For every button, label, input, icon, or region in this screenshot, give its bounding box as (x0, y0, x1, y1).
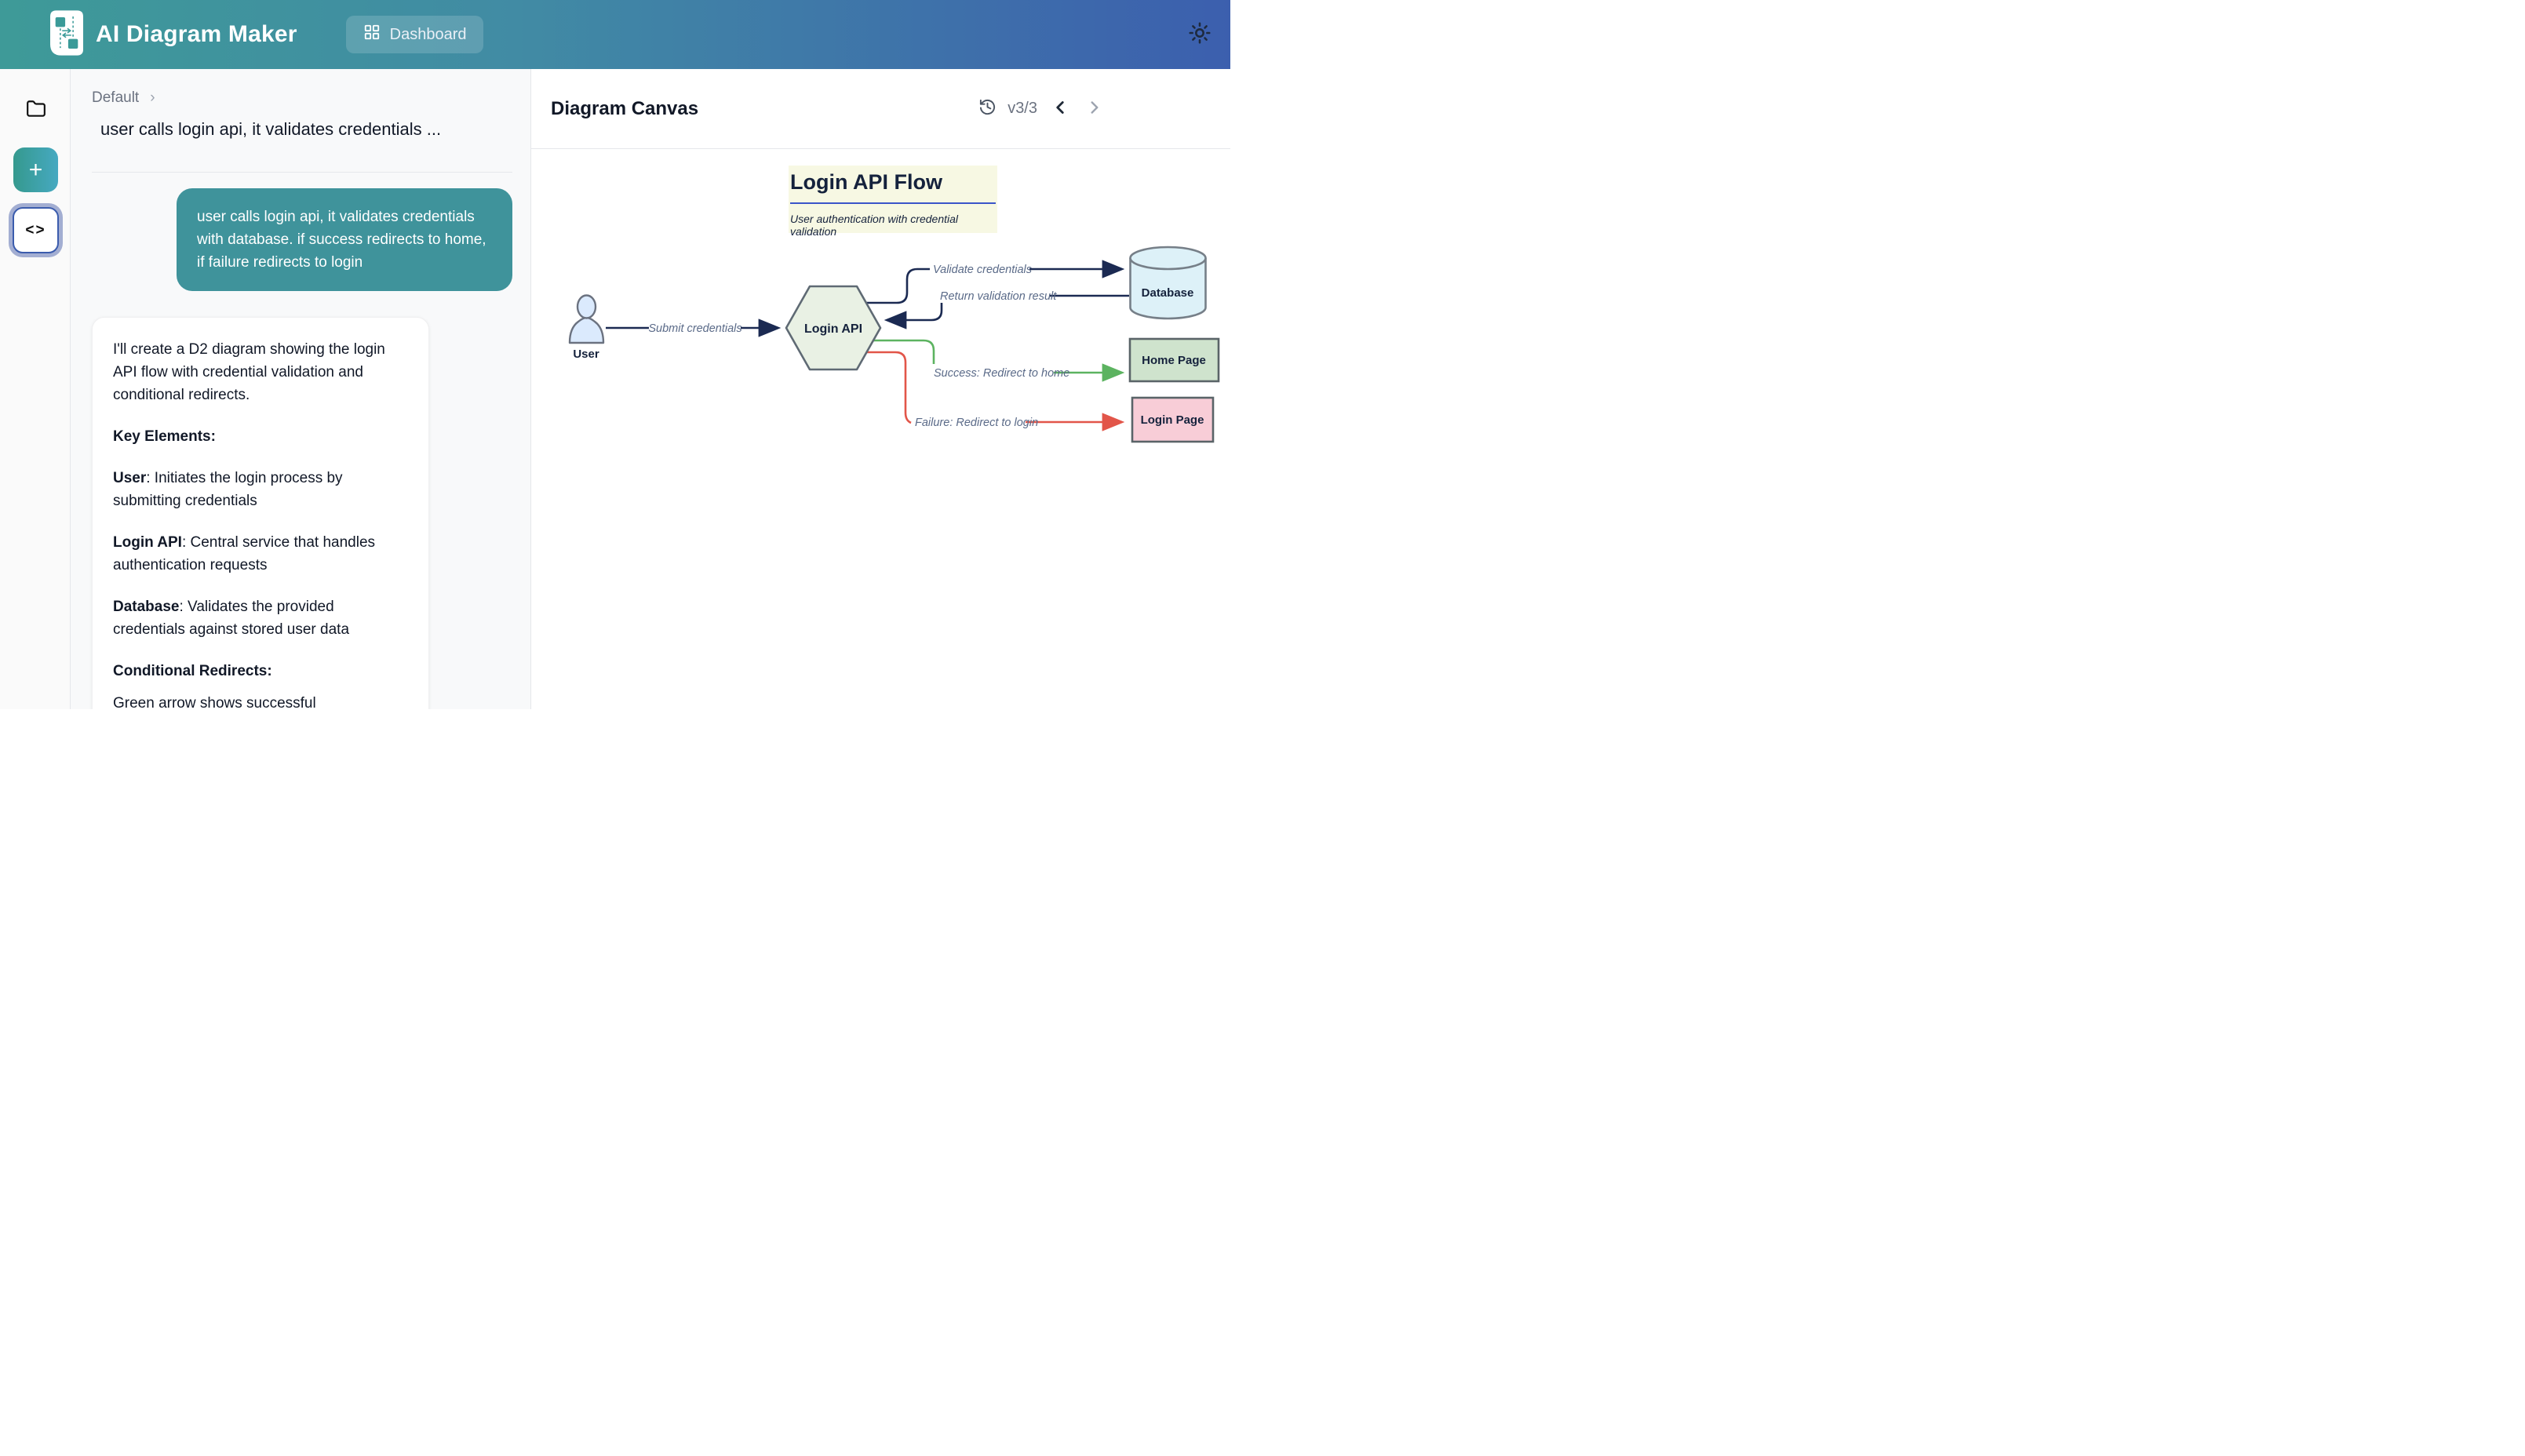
divider (92, 172, 512, 173)
new-diagram-button[interactable]: + (13, 147, 58, 192)
history-icon (978, 98, 997, 120)
edge-validate-credentials: Validate credentials (864, 260, 1125, 304)
assistant-item-database: Database: Validates the provided credent… (113, 599, 350, 638)
app-header: AI Diagram Maker Dashboard (0, 0, 1230, 69)
node-label: Database (1142, 286, 1194, 300)
dashboard-button[interactable]: Dashboard (345, 16, 484, 53)
assistant-message-card: I'll create a D2 diagram showing the log… (92, 317, 429, 709)
assistant-item-user: User: Initiates the login process by sub… (113, 470, 343, 509)
node-label: User (573, 348, 599, 361)
conversation-title: user calls login api, it validates crede… (100, 119, 442, 139)
edge-return-validation-result: Return validation result (884, 290, 1129, 329)
node-label: Login API (804, 322, 862, 336)
edge-label: Failure: Redirect to login (915, 417, 1038, 429)
edge-label: Return validation result (940, 290, 1057, 303)
app-logo[interactable]: AI Diagram Maker (50, 9, 297, 60)
diagram-title-block: Login API Flow User authentication with … (789, 166, 997, 238)
code-view-button[interactable]: <> (13, 207, 59, 253)
icon-sidebar: + <> (0, 69, 71, 709)
diagram-subtitle: User authentication with credential vali… (790, 213, 959, 238)
canvas-title: Diagram Canvas (551, 97, 699, 119)
edge-success-redirect: Success: Redirect to home (873, 339, 1125, 382)
node-login-api[interactable]: Login API (785, 285, 882, 371)
edge-label: Submit credentials (648, 322, 741, 335)
node-home-page[interactable]: Home Page (1128, 337, 1220, 383)
node-user[interactable]: User (568, 294, 605, 362)
node-label: Login Page (1141, 413, 1204, 427)
app-logo-icon (50, 9, 83, 60)
user-message-text: user calls login api, it validates crede… (197, 209, 486, 271)
assistant-conditional-heading: Conditional Redirects: (113, 663, 272, 679)
edge-failure-redirect: Failure: Redirect to login (866, 351, 1125, 431)
theme-toggle-button[interactable] (1188, 22, 1211, 46)
previous-version-button[interactable] (1048, 97, 1072, 121)
sun-icon (1189, 22, 1211, 46)
canvas-header: Diagram Canvas v3/3 (531, 69, 1230, 149)
edge-label: Success: Redirect to home (934, 367, 1069, 380)
diagram-title: Login API Flow (790, 169, 996, 204)
folder-icon[interactable] (26, 99, 46, 119)
edge-submit-credentials: Submit credentials (606, 318, 782, 337)
assistant-conditional-text: Green arrow shows successful authenticat… (113, 695, 316, 709)
diagram-canvas-panel: Diagram Canvas v3/3 Login API Flow (531, 69, 1230, 709)
breadcrumb-project[interactable]: Default (92, 89, 140, 106)
user-message-bubble: user calls login api, it validates crede… (177, 188, 512, 291)
version-label: v3/3 (1007, 100, 1037, 117)
grid-icon (363, 24, 381, 46)
assistant-key-elements-heading: Key Elements: (113, 428, 216, 445)
ai-diagram-maker-app: AI Diagram Maker Dashboard (0, 0, 1230, 709)
diagram-area[interactable]: Login API Flow User authentication with … (531, 149, 1230, 709)
node-login-page[interactable]: Login Page (1131, 396, 1215, 443)
node-label: Home Page (1142, 354, 1206, 367)
version-controls: v3/3 (978, 97, 1106, 121)
node-database[interactable]: Database (1129, 246, 1207, 320)
breadcrumb: Default › (92, 89, 155, 107)
plus-icon: + (28, 157, 43, 183)
code-icon: <> (25, 222, 46, 238)
assistant-intro: I'll create a D2 diagram showing the log… (113, 341, 385, 403)
app-title: AI Diagram Maker (96, 21, 297, 47)
chevron-right-icon: › (150, 89, 155, 106)
assistant-item-login-api: Login API: Central service that handles … (113, 534, 376, 573)
next-version-button[interactable] (1083, 97, 1106, 121)
edge-label: Validate credentials (933, 264, 1032, 276)
diagram-svg: Submit credentials Validate credentials … (568, 246, 1220, 443)
chat-panel: Default › user calls login api, it valid… (71, 69, 531, 709)
dashboard-button-label: Dashboard (389, 25, 467, 43)
